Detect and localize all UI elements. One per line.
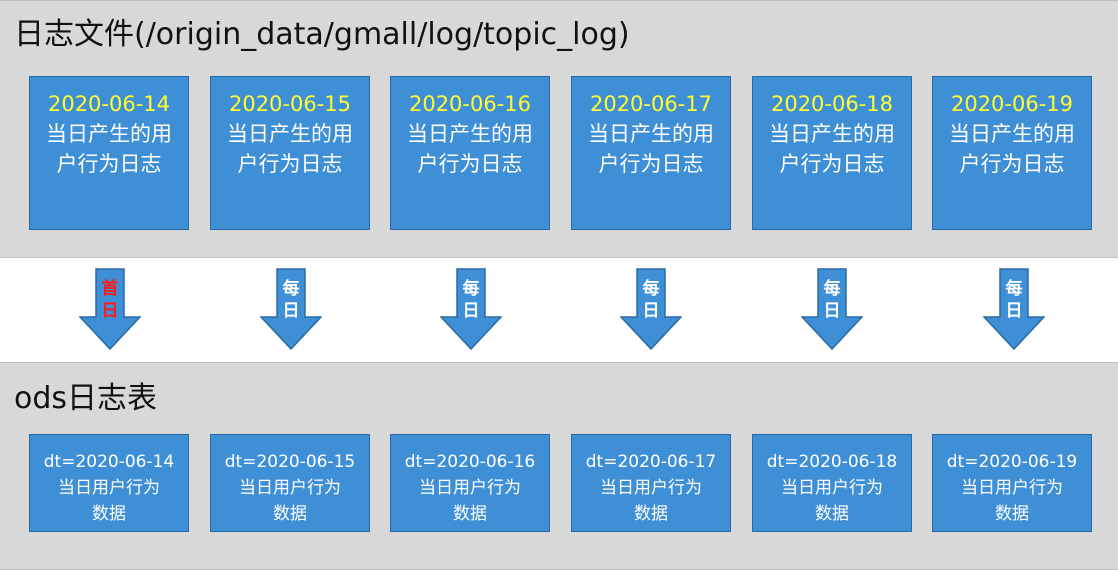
log-file-box: 2020-06-18 当日产生的用户行为日志 (752, 76, 912, 230)
ods-partition-desc: 当日用户行为 (419, 478, 521, 498)
arrow-label: 每日 (282, 279, 300, 321)
arrow-label: 每日 (1005, 279, 1023, 321)
log-file-date: 2020-06-19 (950, 92, 1074, 116)
log-file-date: 2020-06-15 (228, 92, 352, 116)
arrow-label: 每日 (642, 279, 660, 321)
ods-partition-desc: 当日用户行为 (961, 478, 1063, 498)
log-file-desc: 当日产生的用户行为日志 (769, 122, 895, 176)
ods-partition-key: dt=2020-06-18 (766, 452, 898, 472)
ods-partition-key: dt=2020-06-17 (585, 452, 717, 472)
ods-partition-desc: 数据 (634, 504, 668, 524)
log-file-desc: 当日产生的用户行为日志 (407, 122, 533, 176)
down-arrow-icon (619, 268, 683, 351)
load-arrow: 每日 (439, 268, 503, 351)
ods-partition-key: dt=2020-06-15 (224, 452, 356, 472)
ods-partition-desc: 数据 (815, 504, 849, 524)
log-file-box: 2020-06-14 当日产生的用户行为日志 (29, 76, 189, 230)
log-file-box: 2020-06-16 当日产生的用户行为日志 (390, 76, 550, 230)
log-file-box: 2020-06-19 当日产生的用户行为日志 (932, 76, 1092, 230)
log-file-desc: 当日产生的用户行为日志 (227, 122, 353, 176)
log-file-desc: 当日产生的用户行为日志 (588, 122, 714, 176)
load-arrow: 每日 (259, 268, 323, 351)
load-arrow: 每日 (982, 268, 1046, 351)
log-file-box: 2020-06-15 当日产生的用户行为日志 (210, 76, 370, 230)
load-arrow: 每日 (619, 268, 683, 351)
ods-partition-box: dt=2020-06-15 当日用户行为 数据 (210, 434, 370, 532)
ods-partition-desc: 当日用户行为 (239, 478, 341, 498)
arrow-label: 每日 (462, 279, 480, 321)
log-file-date: 2020-06-16 (408, 92, 532, 116)
ods-partition-key: dt=2020-06-19 (946, 452, 1078, 472)
ods-partition-key: dt=2020-06-14 (43, 452, 175, 472)
ods-partition-box: dt=2020-06-17 当日用户行为 数据 (571, 434, 731, 532)
ods-partition-box: dt=2020-06-19 当日用户行为 数据 (932, 434, 1092, 532)
ods-partition-desc: 当日用户行为 (781, 478, 883, 498)
log-file-box: 2020-06-17 当日产生的用户行为日志 (571, 76, 731, 230)
down-arrow-icon (800, 268, 864, 351)
down-arrow-icon (982, 268, 1046, 351)
ods-partition-box: dt=2020-06-16 当日用户行为 数据 (390, 434, 550, 532)
down-arrow-icon (439, 268, 503, 351)
ods-partition-key: dt=2020-06-16 (404, 452, 536, 472)
ods-partition-desc: 数据 (453, 504, 487, 524)
load-arrow: 首日 (78, 268, 142, 351)
down-arrow-icon (78, 268, 142, 351)
log-file-desc: 当日产生的用户行为日志 (949, 122, 1075, 176)
arrow-label: 每日 (823, 279, 841, 321)
log-file-desc: 当日产生的用户行为日志 (46, 122, 172, 176)
ods-table-title: ods日志表 (14, 381, 158, 416)
arrow-label: 首日 (101, 279, 119, 321)
log-file-date: 2020-06-17 (589, 92, 713, 116)
ods-partition-desc: 当日用户行为 (600, 478, 702, 498)
log-file-date: 2020-06-14 (47, 92, 171, 116)
ods-partition-desc: 数据 (995, 504, 1029, 524)
ods-partition-box: dt=2020-06-18 当日用户行为 数据 (752, 434, 912, 532)
ods-partition-desc: 数据 (92, 504, 126, 524)
log-files-title: 日志文件(/origin_data/gmall/log/topic_log) (14, 17, 630, 52)
down-arrow-icon (259, 268, 323, 351)
log-file-date: 2020-06-18 (770, 92, 894, 116)
ods-partition-desc: 数据 (273, 504, 307, 524)
ods-partition-desc: 当日用户行为 (58, 478, 160, 498)
load-arrow: 每日 (800, 268, 864, 351)
ods-partition-box: dt=2020-06-14 当日用户行为 数据 (29, 434, 189, 532)
